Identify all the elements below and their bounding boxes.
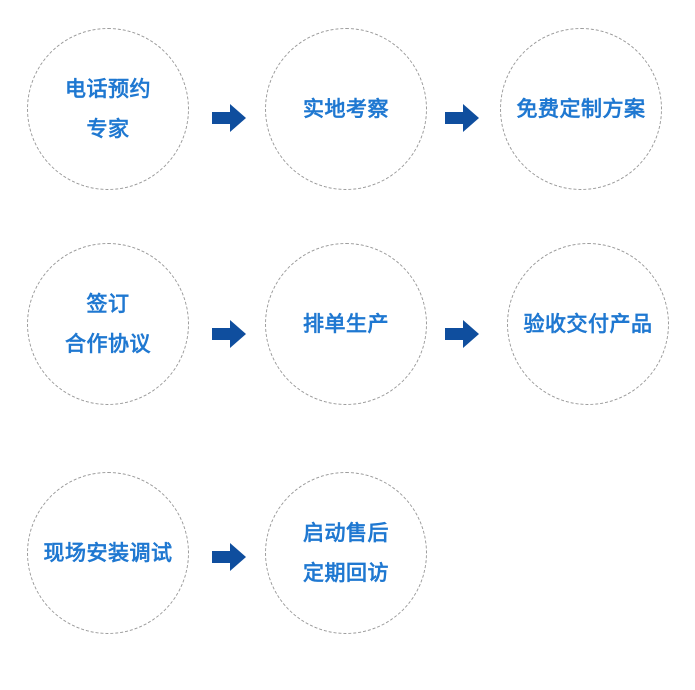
step-sign-agreement: 签订 合作协议 <box>27 243 189 405</box>
step-site-inspection: 实地考察 <box>265 28 427 190</box>
step-label-line: 签订 <box>86 292 130 316</box>
step-label-line: 排单生产 <box>303 312 389 336</box>
arrow-right-icon <box>212 543 246 571</box>
step-onsite-installation: 现场安装调试 <box>27 472 189 634</box>
step-acceptance-delivery: 验收交付产品 <box>507 243 669 405</box>
arrow-right-icon <box>445 320 479 348</box>
step-label-line: 定期回访 <box>303 561 389 585</box>
arrow-right-icon <box>212 104 246 132</box>
step-label-line: 现场安装调试 <box>43 541 173 565</box>
arrow-right-icon <box>212 320 246 348</box>
step-free-custom-plan: 免费定制方案 <box>500 28 662 190</box>
step-after-sales-followup: 启动售后 定期回访 <box>265 472 427 634</box>
step-label-line: 验收交付产品 <box>523 312 653 336</box>
step-label-line: 电话预约 <box>65 77 151 101</box>
step-label-line: 专家 <box>86 117 130 141</box>
step-phone-appointment: 电话预约 专家 <box>27 28 189 190</box>
arrow-right-icon <box>445 104 479 132</box>
step-label-line: 启动售后 <box>303 521 389 545</box>
step-label-line: 实地考察 <box>303 97 389 121</box>
step-schedule-production: 排单生产 <box>265 243 427 405</box>
step-label-line: 免费定制方案 <box>516 97 646 121</box>
step-label-line: 合作协议 <box>65 332 151 356</box>
